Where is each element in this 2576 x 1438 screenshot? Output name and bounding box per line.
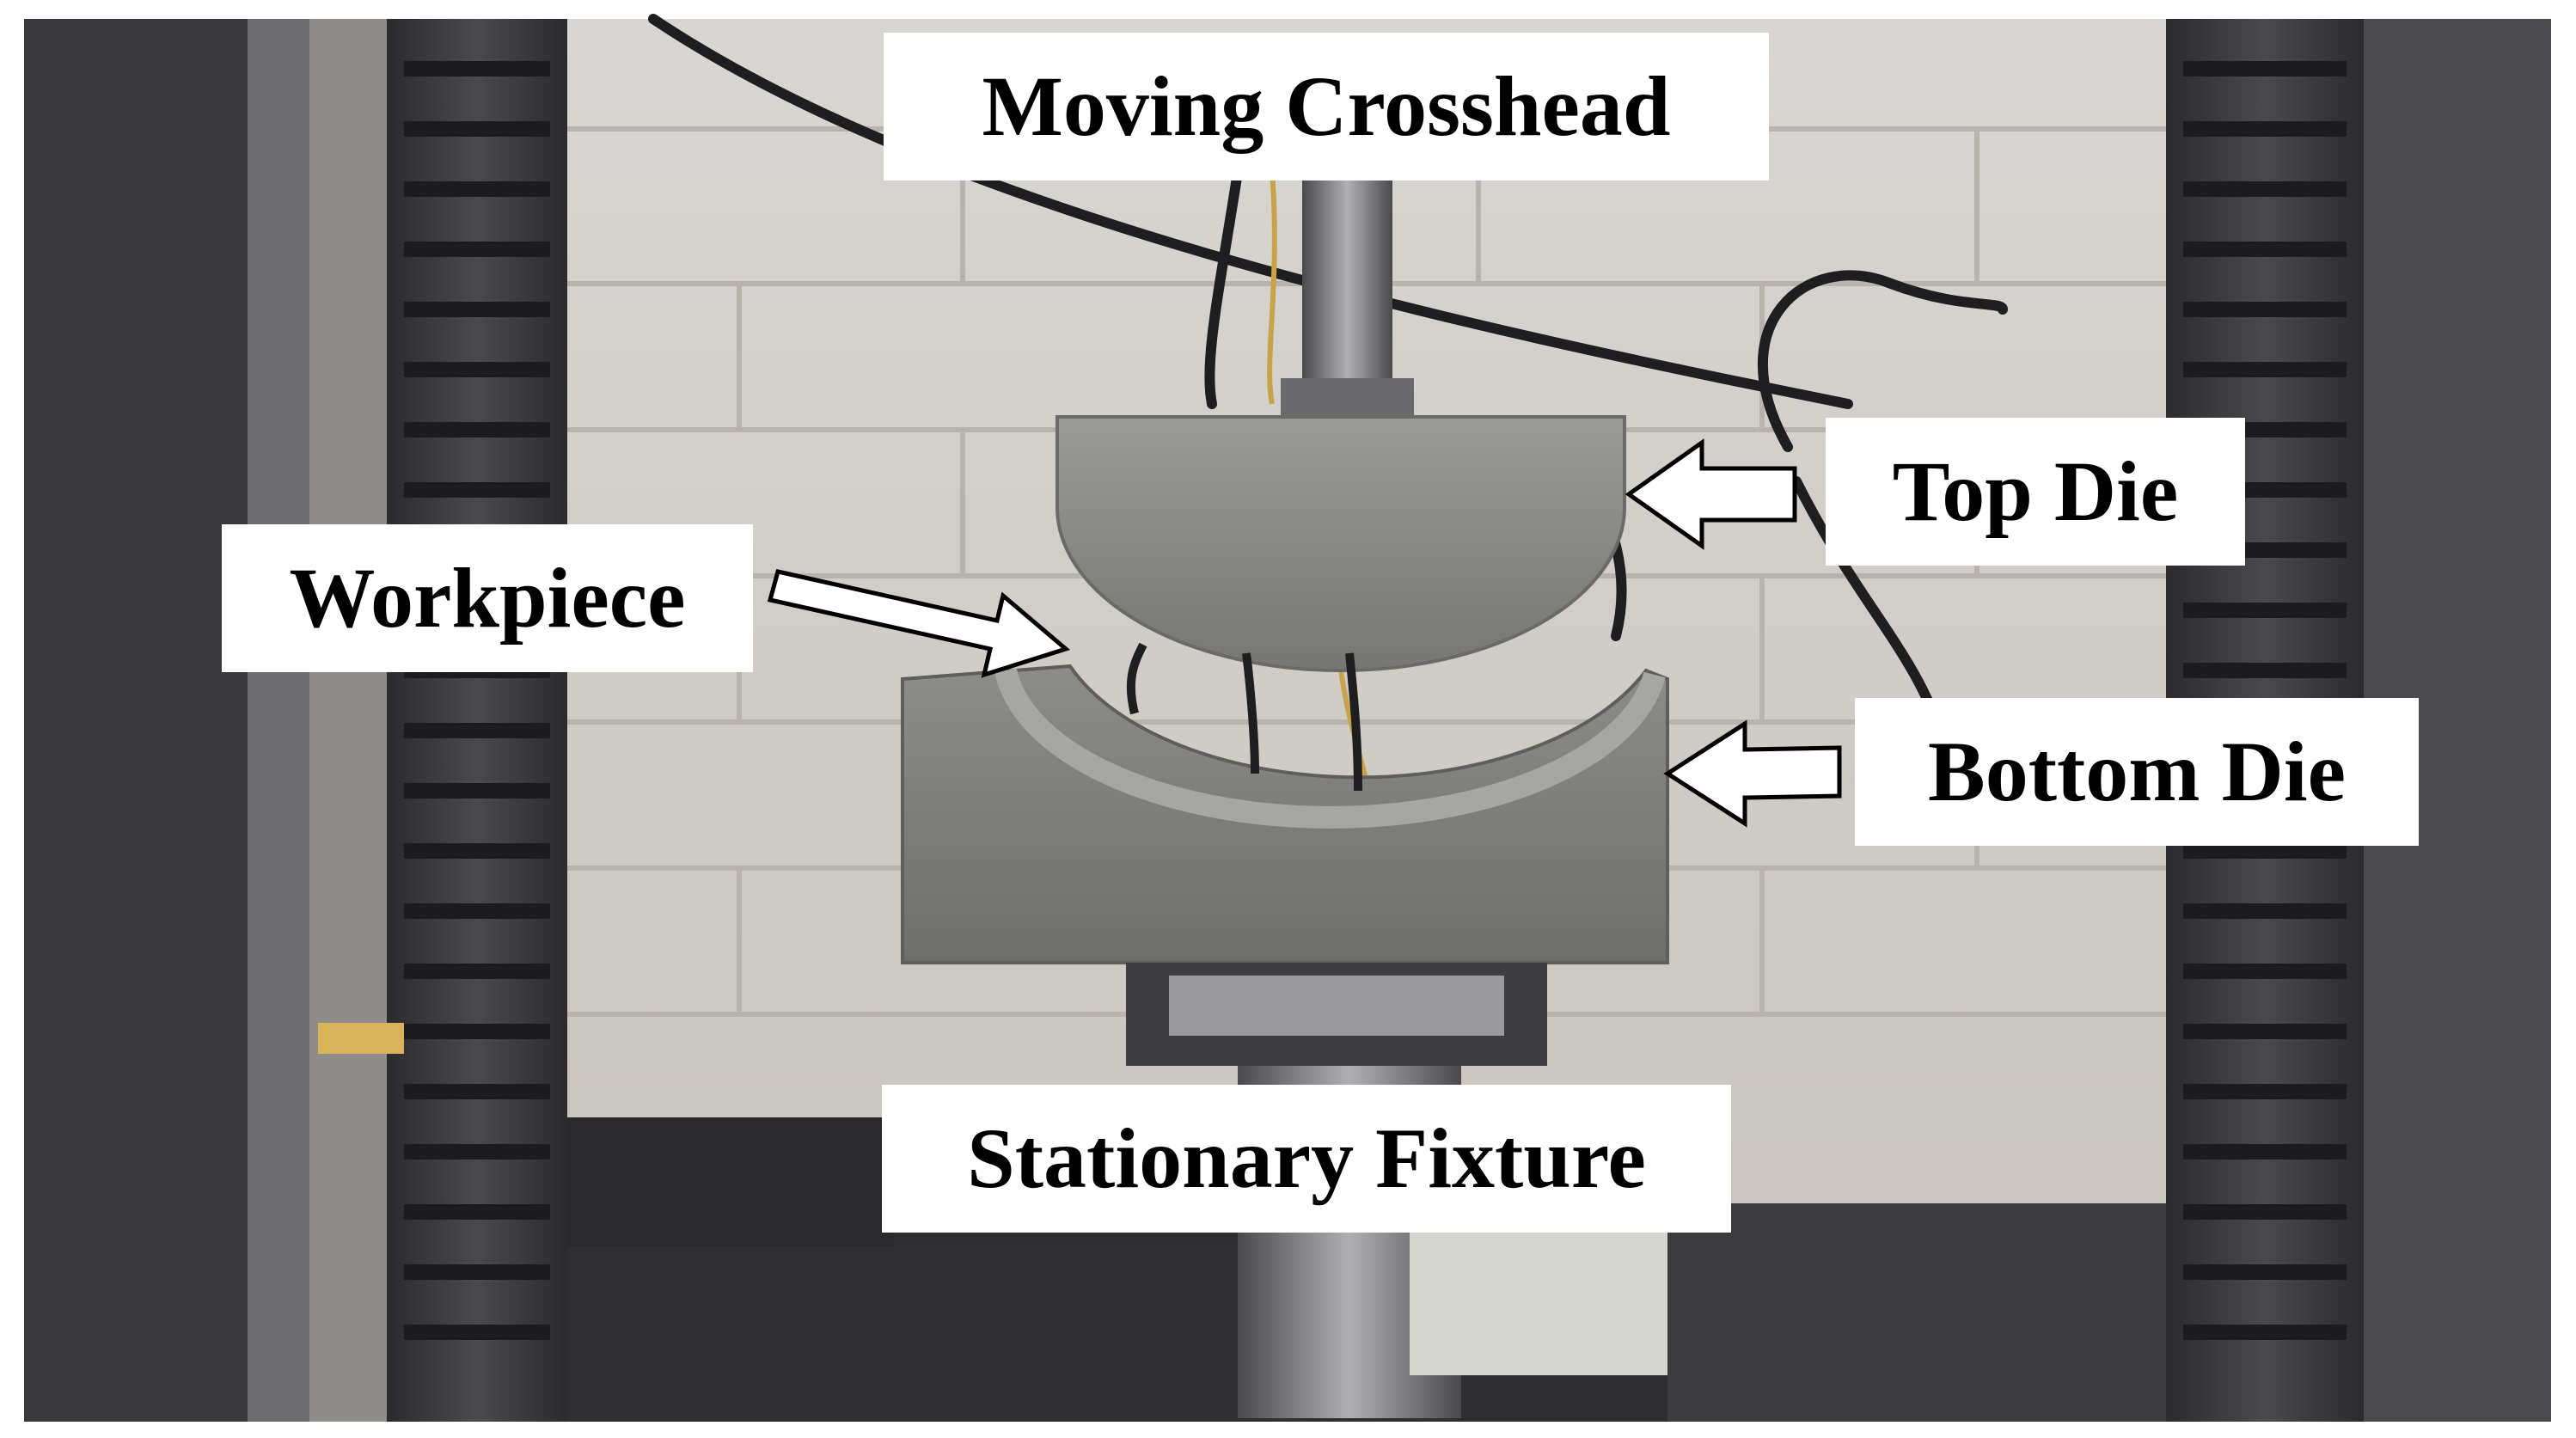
right-column-bellows — [2183, 61, 2347, 1340]
arrow-top-die — [1625, 438, 1797, 550]
bottom-die-label: Bottom Die — [1855, 698, 2419, 846]
bench-right-surface — [1667, 1203, 2166, 1422]
left-rod-clamp — [318, 1023, 404, 1054]
bench-surface — [567, 1246, 1238, 1422]
left-rod-highlight — [309, 19, 387, 1422]
arrow-bottom-die — [1663, 719, 1842, 828]
crosshead-rod — [1302, 172, 1392, 391]
top-die-label: Top Die — [1826, 418, 2245, 566]
left-machine-side — [24, 19, 248, 1422]
workpiece-leads — [1126, 642, 1362, 792]
moving-crosshead-label: Moving Crosshead — [884, 33, 1769, 181]
bench-instrument — [1410, 1221, 1667, 1375]
stationary-fixture-label: Stationary Fixture — [882, 1085, 1731, 1233]
workpiece-sheet — [994, 668, 1666, 829]
workpiece-label: Workpiece — [222, 524, 753, 672]
bench-left-item — [567, 1117, 894, 1246]
fixture-ring — [1169, 976, 1504, 1036]
arrow-workpiece — [767, 569, 1071, 678]
